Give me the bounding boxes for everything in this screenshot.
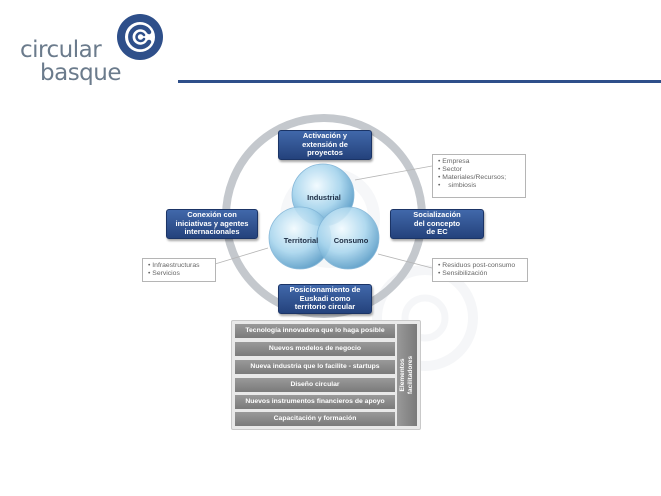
node-activacion: Activación y extensión de proyectos (278, 130, 372, 160)
callout-item: Sector (438, 166, 520, 174)
enabler-bar: Nuevos modelos de negocio (235, 342, 395, 356)
enabler-bar: Nuevos instrumentos financieros de apoyo (235, 395, 395, 409)
node-conexion: Conexión con iniciativas y agentes inter… (166, 209, 258, 239)
callout-industrial: Empresa Sector Materiales/Recursos; simb… (432, 154, 526, 198)
enabler-bar: Nueva industria que lo facilite - startu… (235, 360, 395, 374)
callout-item-continuation: simbiosis (448, 182, 477, 189)
callout-item: Empresa (438, 158, 520, 166)
circular-basque-logo-icon (117, 14, 163, 60)
callout-item: simbiosis (438, 182, 520, 190)
enabler-bar: Tecnología innovadora que lo haga posibl… (235, 324, 395, 338)
leader-line (377, 253, 433, 269)
circle-label-industrial: Industrial (307, 193, 341, 202)
node-socializacion: Socialización del concepto de EC (390, 209, 484, 239)
header-rule (178, 80, 661, 83)
enabler-bar: Capacitación y formación (235, 412, 395, 426)
callout-item: Sensibilización (438, 270, 522, 278)
callout-territorial: Infraestructuras Servicios (142, 258, 216, 282)
callout-item: Materiales/Recursos; (438, 174, 520, 182)
circle-label-territorial: Territorial (283, 236, 319, 245)
leader-line (214, 247, 269, 265)
callout-item: Residuos post-consumo (438, 262, 522, 270)
leader-line (354, 165, 433, 181)
node-posicionamiento: Posicionamiento de Euskadi como territor… (278, 284, 372, 314)
callout-item: Servicios (148, 270, 210, 278)
enablers-side-label-box: Elementos facilitadores (397, 324, 417, 426)
enablers-side-label: Elementos facilitadores (399, 355, 414, 395)
callout-item: Infraestructuras (148, 262, 210, 270)
enablers-panel: Tecnología innovadora que lo haga posibl… (231, 320, 421, 430)
circle-label-consumo: Consumo (333, 236, 369, 245)
logo-text-basque: basque (40, 60, 122, 86)
enabler-bar: Diseño circular (235, 378, 395, 392)
logo-text-circular: circular (20, 37, 102, 63)
bubble-consumo (316, 206, 380, 270)
callout-consumo: Residuos post-consumo Sensibilización (432, 258, 528, 282)
